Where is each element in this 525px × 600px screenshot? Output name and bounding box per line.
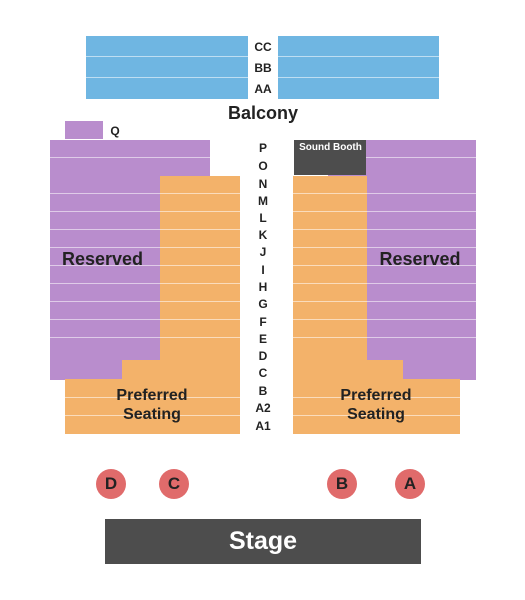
row-label-d: D — [258, 349, 268, 363]
balcony-row-bb: BB — [254, 61, 272, 75]
row-label-l: L — [259, 211, 267, 225]
row-label-p: P — [258, 141, 267, 155]
row-label-a2: A2 — [255, 401, 271, 415]
reserved-left-block[interactable] — [50, 176, 160, 360]
balcony-right-block[interactable] — [278, 36, 439, 99]
row-label-a1: A1 — [255, 419, 271, 433]
balcony-row-aa: AA — [254, 82, 272, 96]
row-label-o: O — [258, 159, 268, 173]
preferred-left-label-line1: Preferred — [116, 387, 188, 404]
balcony-left-block[interactable] — [86, 36, 248, 99]
reserved-left-lower[interactable] — [50, 360, 122, 380]
row-q-label: Q — [110, 124, 120, 138]
row-q-block[interactable] — [65, 121, 103, 139]
row-label-c: C — [258, 366, 268, 380]
balcony-label: Balcony — [227, 103, 299, 123]
reserved-left-upper[interactable] — [50, 140, 210, 177]
stage: Stage — [105, 519, 421, 564]
preferred-right-front[interactable] — [293, 379, 460, 434]
table-c[interactable]: C — [159, 469, 189, 499]
row-label-i: I — [261, 263, 265, 277]
row-label-n: N — [258, 177, 268, 191]
balcony-row-cc: CC — [254, 40, 272, 54]
preferred-left-front[interactable] — [65, 379, 240, 434]
preferred-right-label: Preferred Seating — [316, 386, 436, 424]
table-d[interactable]: D — [96, 469, 126, 499]
row-label-e: E — [258, 332, 267, 346]
row-label-m: M — [258, 194, 268, 208]
preferred-left-label-line2: Seating — [123, 406, 181, 423]
sound-booth-label: Sound Booth — [299, 142, 362, 153]
preferred-right-label-line1: Preferred — [340, 387, 412, 404]
reserved-right-block[interactable] — [367, 176, 476, 360]
row-label-h: H — [258, 280, 268, 294]
row-label-j: J — [259, 245, 267, 259]
row-label-g: G — [258, 297, 268, 311]
preferred-right-label-line2: Seating — [347, 406, 405, 423]
preferred-right-inner[interactable] — [293, 176, 367, 361]
table-a[interactable]: A — [395, 469, 425, 499]
row-label-b: B — [258, 384, 268, 398]
row-label-k: K — [258, 228, 268, 242]
preferred-right-row-c[interactable] — [293, 360, 403, 380]
reserved-right-lower[interactable] — [403, 360, 476, 380]
preferred-left-inner[interactable] — [160, 176, 240, 361]
preferred-left-row-c[interactable] — [122, 360, 240, 380]
reserved-left-label: Reserved — [61, 249, 144, 269]
sound-booth — [294, 140, 366, 175]
table-b[interactable]: B — [327, 469, 357, 499]
reserved-right-label: Reserved — [379, 249, 461, 269]
row-label-f: F — [259, 315, 267, 329]
preferred-left-label: Preferred Seating — [92, 386, 212, 424]
